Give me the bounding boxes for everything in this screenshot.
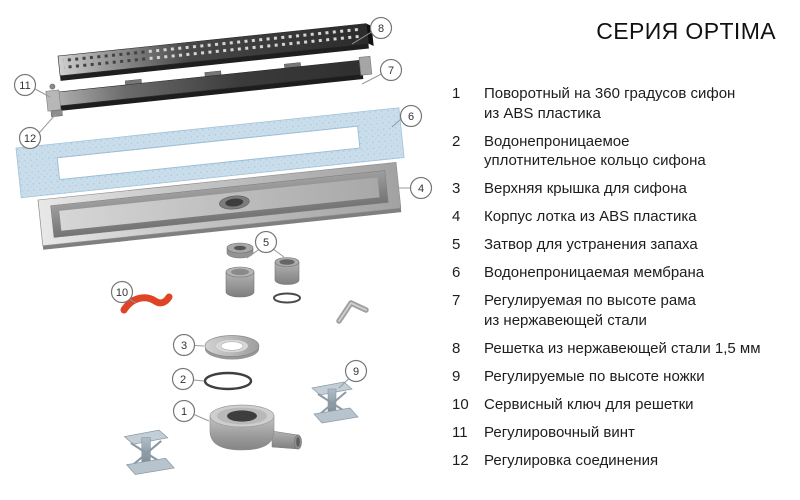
callout-2: 2 [171, 367, 195, 391]
part-number: 9 [452, 367, 461, 385]
svg-text:12: 12 [24, 133, 36, 145]
callout-10: 10 [110, 280, 134, 304]
siphon-part [209, 404, 302, 451]
part-label: Сервисный ключ для решетки [484, 395, 694, 413]
part-number: 4 [452, 208, 461, 225]
part-label: Затвор для устранения запаха [484, 236, 698, 253]
part-list-item: 5 Затвор для устранения запаха [452, 235, 792, 255]
callout-11: 11 [13, 73, 37, 97]
part-label: Решетка из нержавеющей стали 1,5 мм [484, 339, 761, 357]
hex-key [336, 300, 369, 324]
part-list-item: 9 Регулируемые по высоте ножки [452, 367, 792, 387]
part-list-item: 12 Регулировка соединения [452, 451, 792, 471]
frame-part [45, 55, 373, 118]
svg-text:2: 2 [180, 374, 186, 386]
callout-7: 7 [379, 58, 403, 82]
part-number: 6 [452, 264, 461, 281]
part-list-item: 1 Поворотный на 360 градусов сифон из AB… [452, 84, 792, 123]
part-number: 12 [452, 451, 469, 469]
part-number: 11 [452, 423, 468, 441]
part-list-item: 10 Сервисный ключ для решетки [452, 395, 792, 415]
svg-text:8: 8 [378, 23, 384, 35]
svg-text:6: 6 [408, 111, 414, 123]
part-label: Верхняя крышка для сифона [484, 180, 687, 197]
part-list-item: 8 Решетка из нержавеющей стали 1,5 мм [452, 339, 792, 359]
part-list-item: 3 Верхняя крышка для сифона [452, 179, 792, 199]
part-label: Регулировочный винт [484, 423, 635, 441]
foot-part [123, 429, 175, 475]
part-number: 2 [452, 132, 461, 150]
exploded-view-diagram: 8 7 11 12 6 4 5 10 [13, 16, 433, 475]
callout-4: 4 [409, 176, 433, 200]
part-label: Водонепроницаемая мембрана [484, 264, 705, 281]
tray-part [37, 161, 402, 250]
part-number: 7 [452, 292, 461, 309]
svg-text:7: 7 [388, 65, 394, 77]
parts-list: 1 Поворотный на 360 градусов сифон из AB… [452, 84, 792, 479]
part-list-item: 7 Регулируемая по высоте рама из нержаве… [452, 291, 792, 330]
part-number: 3 [452, 180, 461, 197]
callout-6: 6 [399, 104, 423, 128]
part-label: Водонепроницаемое уплотнительное кольцо … [484, 132, 706, 170]
svg-text:5: 5 [263, 237, 269, 249]
part-list-item: 11 Регулировочный винт [452, 423, 792, 443]
part-label: Поворотный на 360 градусов сифон из ABS … [484, 85, 736, 122]
part-label: Регулируемые по высоте ножки [484, 367, 705, 385]
service-key-part [120, 293, 173, 314]
series-title: СЕРИЯ OPTIMA [596, 18, 776, 44]
grate-part [57, 23, 374, 81]
part-number: 10 [452, 395, 469, 413]
svg-text:3: 3 [181, 340, 187, 352]
callout-9: 9 [344, 359, 368, 383]
membrane-part [15, 107, 405, 199]
callout-3: 3 [172, 333, 196, 357]
svg-text:9: 9 [353, 366, 359, 378]
leader-lines [34, 31, 411, 422]
connector-adjuster [50, 109, 63, 118]
svg-text:10: 10 [116, 287, 128, 299]
part-number: 1 [452, 85, 461, 102]
svg-text:4: 4 [418, 183, 424, 195]
callout-5: 5 [254, 230, 278, 254]
part-list-item: 4 Корпус лотка из ABS пластика [452, 207, 792, 227]
part-number: 8 [452, 339, 461, 357]
callout-12: 12 [18, 126, 42, 150]
part-number: 5 [452, 236, 461, 253]
part-list-item: 2 Водонепроницаемое уплотнительное кольц… [452, 132, 792, 171]
odor-trap-parts [225, 242, 301, 304]
foot-part [311, 381, 359, 424]
adjusting-screw-bracket [45, 89, 62, 112]
part-label: Регулируемая по высоте рама из нержавеющ… [484, 292, 696, 329]
callout-8: 8 [369, 16, 393, 40]
svg-text:11: 11 [19, 80, 30, 92]
cover-ring-part [204, 335, 260, 360]
part-list-item: 6 Водонепроницаемая мембрана [452, 263, 792, 283]
svg-text:1: 1 [181, 406, 187, 418]
part-label: Регулировка соединения [484, 451, 659, 469]
callout-1: 1 [172, 399, 196, 423]
adjusting-screw [49, 83, 56, 90]
o-ring-part [203, 371, 253, 391]
part-label: Корпус лотка из ABS пластика [484, 208, 697, 225]
